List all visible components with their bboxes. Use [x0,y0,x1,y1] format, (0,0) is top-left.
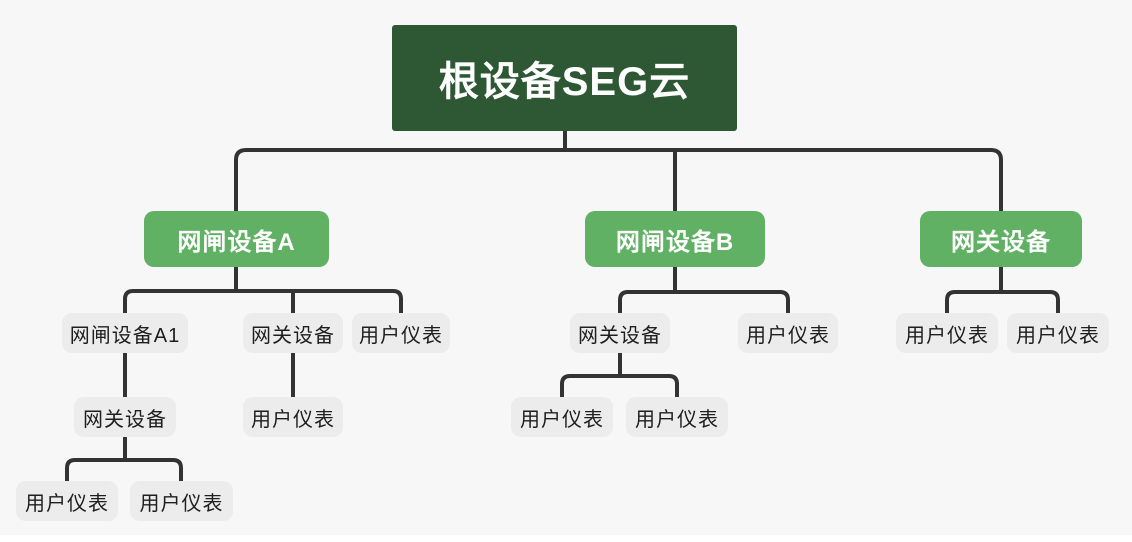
node-gateway-a[interactable]: 网关设备 [243,313,343,353]
node-root[interactable]: 根设备SEG云 [392,25,737,131]
node-meter-a1-1[interactable]: 用户仪表 [16,481,118,521]
node-meter-b2[interactable]: 用户仪表 [626,397,728,437]
node-gatekeeper-b[interactable]: 网闸设备B [585,211,765,267]
node-meter-c2[interactable]: 用户仪表 [1007,313,1109,353]
connector-gateway-a1 [65,437,183,481]
node-meter-a2[interactable]: 用户仪表 [243,397,343,437]
node-meter-a[interactable]: 用户仪表 [352,313,450,353]
node-gatekeeper-a1[interactable]: 网闸设备A1 [62,313,188,353]
connector-gatekeeper-a [123,267,403,313]
connector-gateway-top [945,267,1060,313]
connector-gateway-b [560,353,679,397]
canvas-bottom-edge [0,535,1132,542]
node-meter-b1[interactable]: 用户仪表 [511,397,613,437]
node-gateway-a1[interactable]: 网关设备 [74,397,176,437]
connector-gatekeeper-b [618,267,790,313]
node-meter-b[interactable]: 用户仪表 [738,313,838,353]
node-gatekeeper-a[interactable]: 网闸设备A [144,211,329,267]
node-meter-a1-2[interactable]: 用户仪表 [130,481,233,521]
node-meter-c1[interactable]: 用户仪表 [896,313,998,353]
node-gateway-top[interactable]: 网关设备 [920,211,1082,267]
node-gateway-b[interactable]: 网关设备 [570,313,670,353]
connector-root [234,131,1003,211]
